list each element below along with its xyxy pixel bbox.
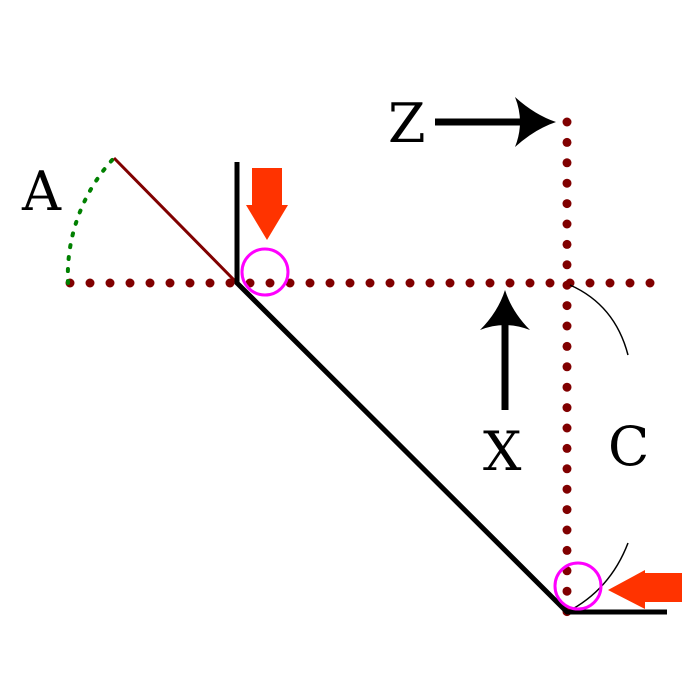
- dot: [562, 341, 572, 351]
- dot: [562, 158, 572, 168]
- dot: [562, 545, 572, 555]
- dot: [605, 278, 615, 288]
- z-arrow-icon: [435, 97, 556, 147]
- angle-c-arc-lower: [566, 542, 629, 613]
- horizontal-dotted-line: [65, 278, 655, 288]
- dot: [425, 278, 435, 288]
- dot: [505, 278, 515, 288]
- dot: [562, 423, 572, 433]
- dot: [385, 278, 395, 288]
- vertical-dotted-line: [562, 117, 572, 617]
- dot: [205, 278, 215, 288]
- dot: [305, 278, 315, 288]
- dot: [562, 586, 572, 596]
- dot: [562, 117, 572, 127]
- dot: [105, 278, 115, 288]
- dot: [562, 178, 572, 188]
- dot: [585, 278, 595, 288]
- dot: [85, 278, 95, 288]
- dot: [562, 260, 572, 270]
- dot: [365, 278, 375, 288]
- dot: [562, 321, 572, 331]
- x-arrow-icon: [480, 290, 530, 410]
- dot: [562, 199, 572, 209]
- red-arrow-left-icon: [608, 570, 682, 609]
- bent-black-line: [234, 162, 667, 615]
- dot: [562, 505, 572, 515]
- angle-c-arc-upper: [569, 284, 629, 356]
- dot: [562, 525, 572, 535]
- dot: [562, 443, 572, 453]
- dot: [405, 278, 415, 288]
- dot: [562, 301, 572, 311]
- dot: [485, 278, 495, 288]
- dot: [265, 278, 275, 288]
- angle-a-arc: [65, 156, 116, 285]
- dot: [562, 137, 572, 147]
- dot: [645, 278, 655, 288]
- dot: [562, 403, 572, 413]
- label-x: X: [483, 420, 522, 483]
- label-a: A: [21, 160, 62, 223]
- dot: [545, 278, 555, 288]
- reference-line: [112, 156, 239, 285]
- red-arrow-down-icon: [246, 168, 288, 240]
- dot: [562, 239, 572, 249]
- dot: [465, 278, 475, 288]
- dot: [185, 278, 195, 288]
- dot: [562, 362, 572, 372]
- dot: [165, 278, 175, 288]
- dot: [525, 278, 535, 288]
- dot: [445, 278, 455, 288]
- marker-circle-top: [240, 247, 290, 297]
- dot: [562, 219, 572, 229]
- dot: [125, 278, 135, 288]
- marker-circle-bottom: [553, 561, 603, 611]
- dot: [625, 278, 635, 288]
- dot: [145, 278, 155, 288]
- dot: [562, 484, 572, 494]
- dot: [562, 464, 572, 474]
- dot: [225, 278, 235, 288]
- label-z: Z: [388, 92, 426, 155]
- dot: [562, 382, 572, 392]
- label-c: C: [608, 415, 649, 478]
- dot: [345, 278, 355, 288]
- dot: [562, 280, 572, 290]
- dot: [325, 278, 335, 288]
